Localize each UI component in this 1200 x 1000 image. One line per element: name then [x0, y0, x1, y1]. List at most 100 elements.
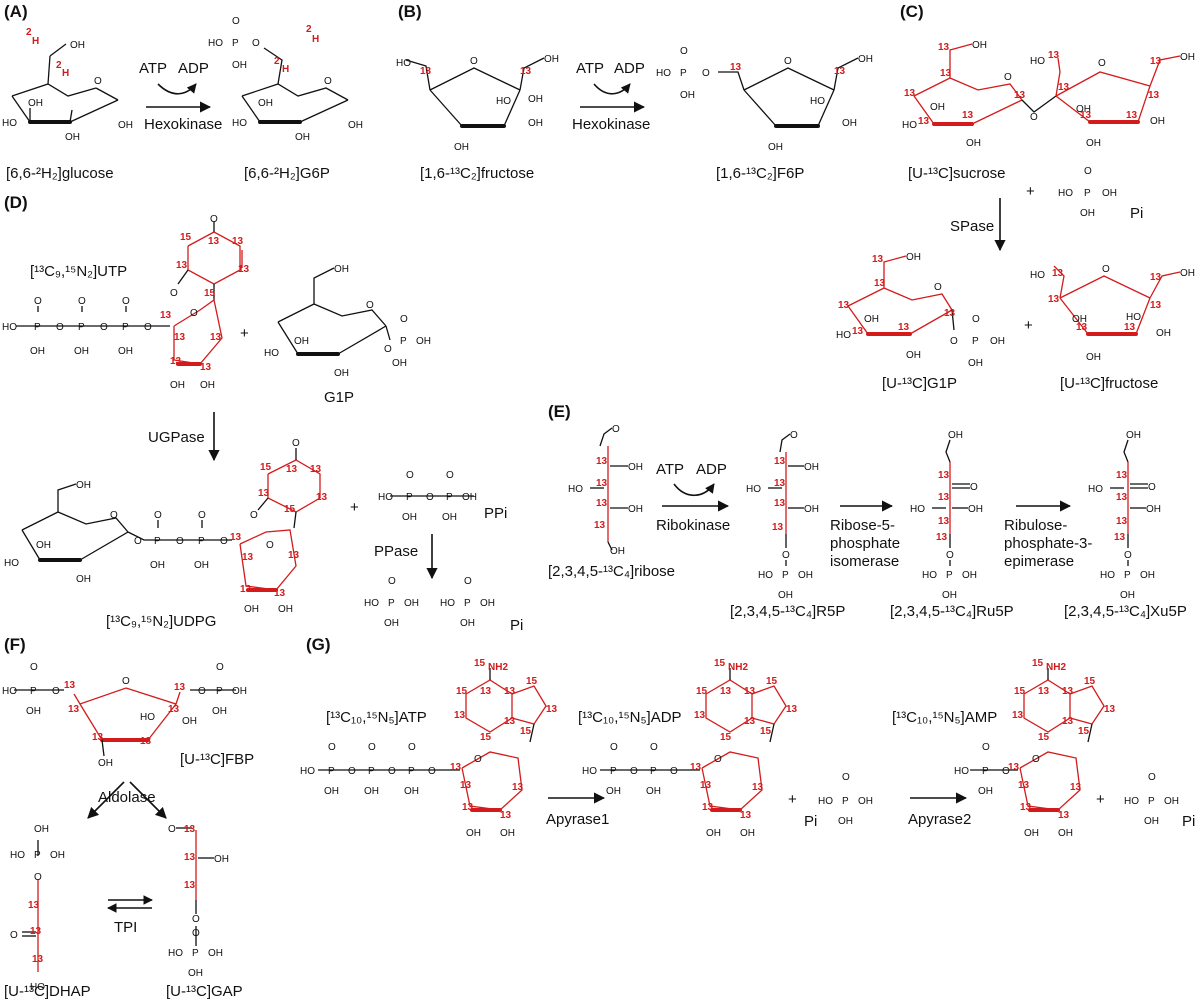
svg-text:HO: HO [568, 484, 583, 495]
svg-text:O: O [714, 754, 722, 765]
svg-text:13: 13 [454, 710, 466, 721]
svg-text:O: O [400, 314, 408, 325]
svg-text:OH: OH [294, 336, 309, 347]
svg-text:13: 13 [700, 780, 712, 791]
cofactor-atp-e: ATP [656, 461, 684, 478]
svg-text:O: O [610, 742, 618, 753]
svg-text:13: 13 [200, 362, 212, 373]
svg-text:15: 15 [720, 732, 732, 743]
svg-text:O: O [1002, 766, 1010, 777]
panel-label-c: (C) [900, 2, 924, 21]
svg-text:HO: HO [1100, 570, 1115, 581]
svg-text:OH: OH [1076, 104, 1091, 115]
svg-text:13: 13 [184, 880, 196, 891]
cofactor-arc-e [673, 483, 715, 497]
svg-text:P: P [34, 850, 41, 861]
enzyme-hexokinase-b: Hexokinase [572, 116, 650, 133]
svg-text:P: P [368, 766, 375, 777]
svg-text:13: 13 [140, 736, 152, 747]
svg-text:O: O [292, 438, 300, 449]
enzyme-apyrase1: Apyrase1 [546, 811, 609, 828]
svg-text:P: P [650, 766, 657, 777]
svg-text:HO: HO [2, 118, 17, 129]
svg-text:P: P [408, 766, 415, 777]
svg-text:HO: HO [582, 766, 597, 777]
enzyme-apyrase2: Apyrase2 [908, 811, 971, 828]
svg-text:HO: HO [954, 766, 969, 777]
svg-text:OH: OH [278, 604, 293, 615]
svg-text:13: 13 [1116, 492, 1128, 503]
svg-text:13: 13 [752, 782, 764, 793]
svg-text:NH2: NH2 [1046, 662, 1066, 673]
svg-text:O: O [168, 824, 176, 835]
svg-text:OH: OH [1072, 314, 1087, 325]
svg-text:13: 13 [1150, 272, 1162, 283]
svg-text:O: O [110, 510, 118, 521]
svg-text:O: O [1098, 58, 1106, 69]
svg-text:13: 13 [1124, 322, 1136, 333]
enzyme-hexokinase-a: Hexokinase [144, 116, 222, 133]
svg-text:O: O [1148, 482, 1156, 493]
svg-text:O: O [790, 430, 798, 441]
svg-text:OH: OH [1180, 52, 1195, 63]
svg-text:O: O [134, 536, 142, 547]
svg-text:O: O [10, 930, 18, 941]
svg-text:OH: OH [1126, 430, 1141, 441]
svg-text:OH: OH [65, 132, 80, 143]
svg-text:HO: HO [910, 504, 925, 515]
plus-g-1: + [788, 791, 797, 808]
svg-text:13: 13 [744, 716, 756, 727]
svg-text:13: 13 [240, 584, 252, 595]
svg-text:O: O [198, 510, 206, 521]
g1p-d-structure: OH HO OH OH O O P O OH OH [264, 264, 431, 379]
svg-text:13: 13 [170, 356, 182, 367]
svg-text:P: P [1124, 570, 1131, 581]
svg-text:O: O [950, 336, 958, 347]
cofactor-pi-c: Pi [1130, 205, 1143, 222]
svg-text:OH: OH [34, 824, 49, 835]
ru5p-chain: OH O HO OH O P HO OH OH 13 13 13 13 [910, 430, 983, 601]
panel-label-f: (F) [4, 635, 26, 654]
svg-text:13: 13 [1104, 704, 1116, 715]
panel-label-d: (D) [4, 193, 28, 212]
svg-text:OH: OH [778, 590, 793, 601]
svg-text:OH: OH [962, 570, 977, 581]
svg-text:13: 13 [504, 716, 516, 727]
svg-text:13: 13 [838, 300, 850, 311]
pi-structure-g1: HO P O OH OH [818, 772, 873, 827]
svg-text:P: P [34, 322, 41, 333]
svg-text:OH: OH [30, 346, 45, 357]
fbp-structure: HO P O OH O O HO OH OH O P O OH OH 13 13… [2, 662, 247, 769]
label-xu5p: [2,3,4,5-¹³C₄]Xu5P [1064, 603, 1187, 620]
svg-text:13: 13 [160, 310, 172, 321]
svg-text:OH: OH [942, 590, 957, 601]
svg-text:OH: OH [740, 828, 755, 839]
svg-text:HO: HO [810, 96, 825, 107]
svg-text:13: 13 [1048, 294, 1060, 305]
label-glucose: [6,6-²H₂]glucose [6, 165, 114, 182]
svg-text:13: 13 [30, 926, 42, 937]
label-sucrose: [U-¹³C]sucrose [908, 165, 1006, 182]
label-udpg: [¹³C₉,¹⁵N₂]UDPG [106, 613, 216, 630]
svg-text:2: 2 [306, 24, 312, 35]
svg-text:O: O [650, 742, 658, 753]
svg-text:O: O [670, 766, 678, 777]
svg-text:P: P [842, 796, 849, 807]
adp-structure: HO P O OH O P O OH O O OH OH 15 NH2 15 1… [582, 658, 798, 839]
svg-text:HO: HO [1058, 188, 1073, 199]
svg-text:15: 15 [1014, 686, 1026, 697]
svg-text:OH: OH [858, 54, 873, 65]
svg-text:13: 13 [230, 532, 242, 543]
svg-text:2: 2 [56, 60, 62, 71]
gap-structure: O OH O P HO OH O OH 13 13 13 [168, 824, 229, 979]
svg-text:15: 15 [180, 232, 192, 243]
svg-text:13: 13 [962, 110, 974, 121]
plus-d-2: + [350, 499, 359, 516]
svg-text:13: 13 [594, 520, 606, 531]
svg-text:P: P [78, 322, 85, 333]
svg-text:15: 15 [204, 288, 216, 299]
svg-text:O: O [190, 308, 198, 319]
svg-text:13: 13 [938, 470, 950, 481]
svg-text:OH: OH [214, 854, 229, 865]
svg-text:13: 13 [940, 68, 952, 79]
